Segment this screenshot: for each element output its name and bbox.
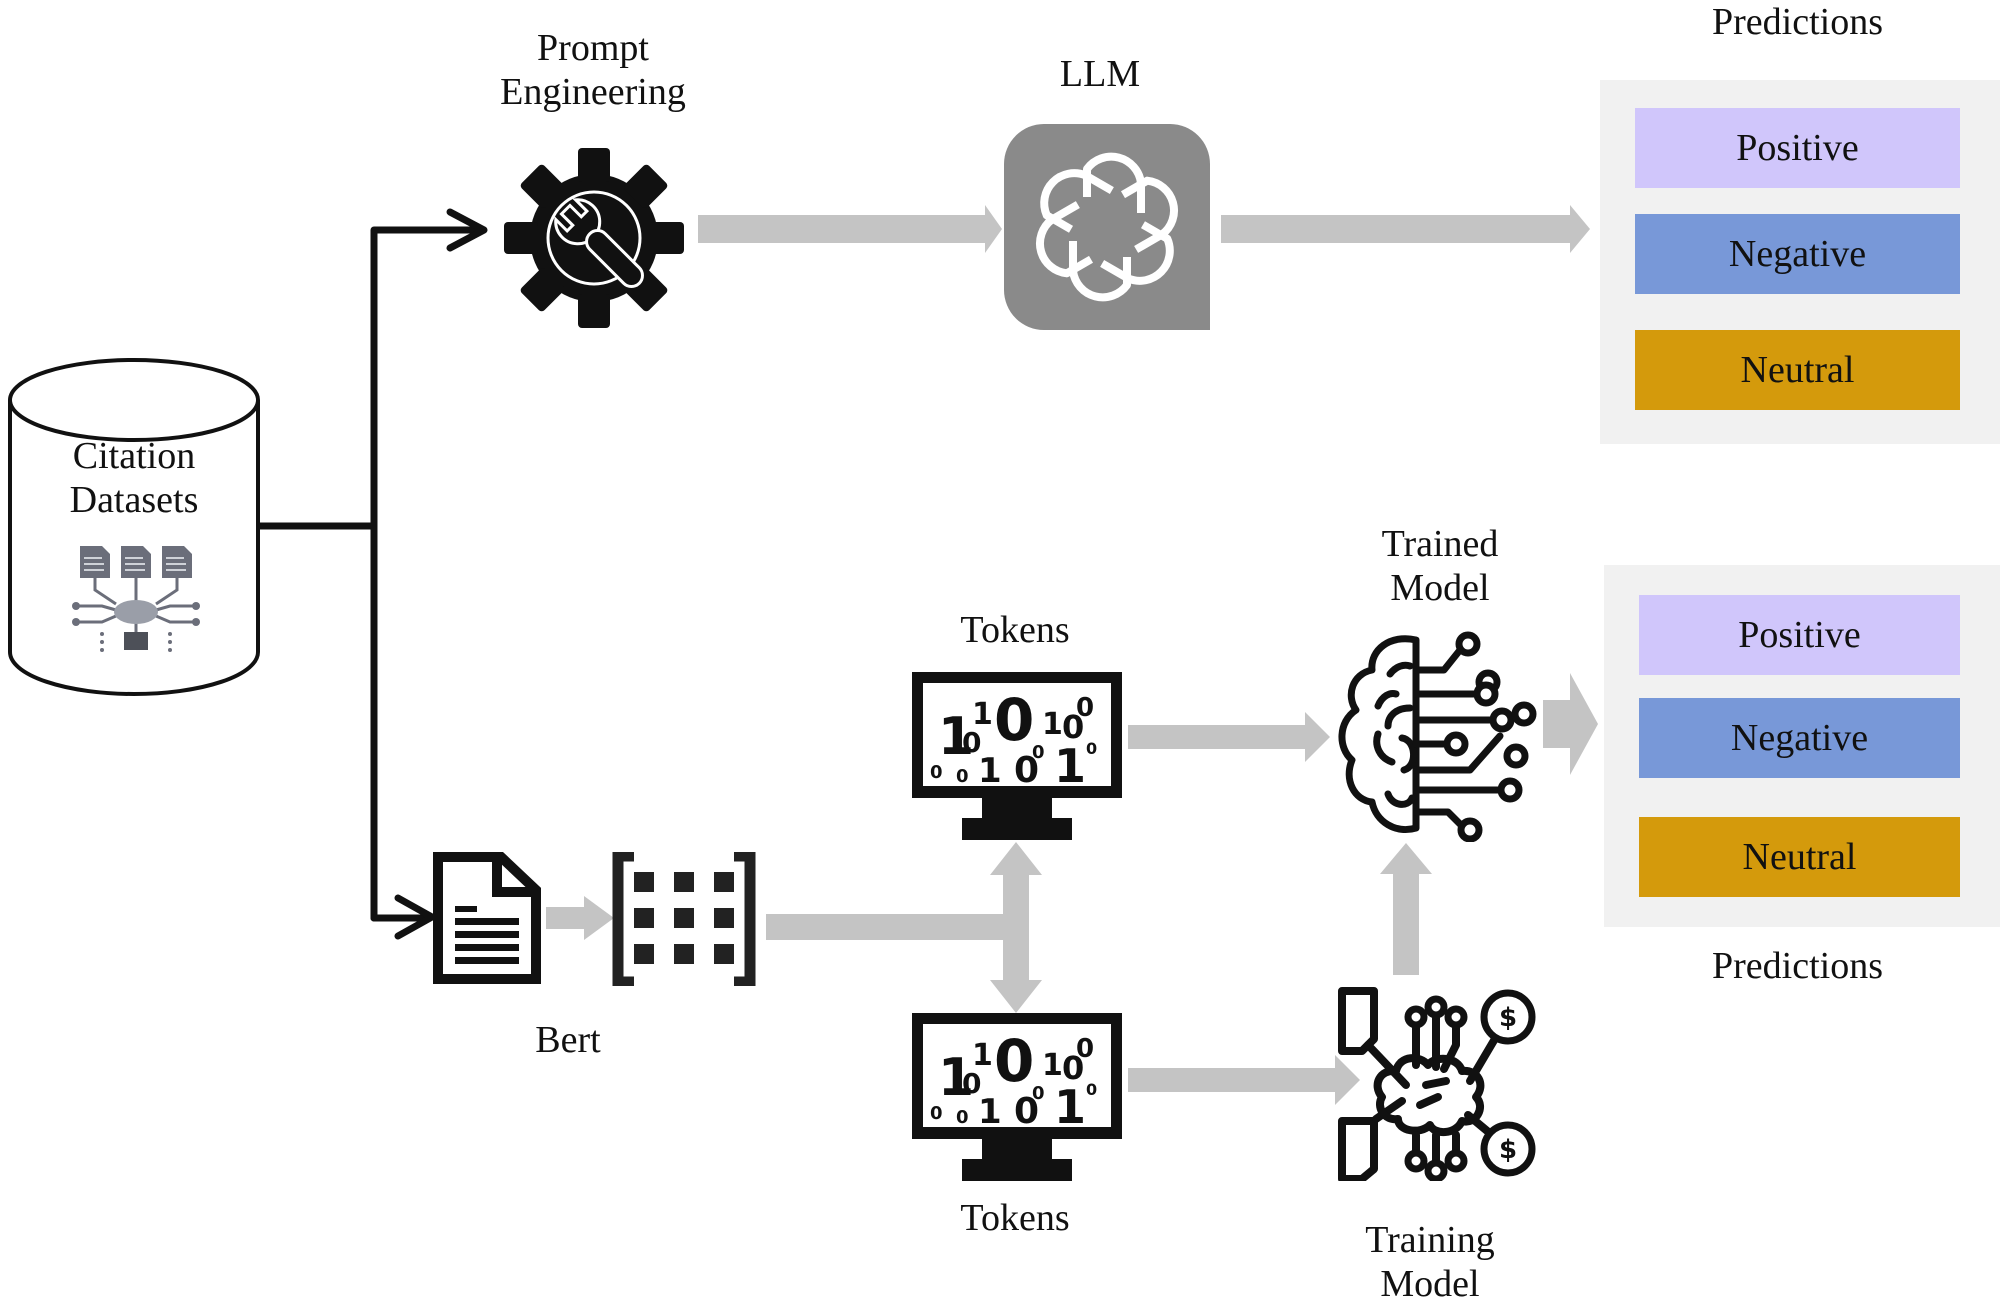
arrow-matrix-to-split: [766, 914, 1016, 940]
prediction-positive: Positive: [1639, 595, 1960, 675]
svg-text:1: 1: [972, 697, 993, 732]
svg-text:1: 1: [1042, 1048, 1063, 1083]
arrow-training-to-trained-model: [1380, 843, 1432, 975]
svg-text:0: 0: [1086, 739, 1097, 758]
prediction-neutral: Neutral: [1635, 330, 1960, 410]
svg-text:1: 1: [938, 1048, 974, 1108]
binary-monitor-icon[interactable]: 1 1 0 0 1 0 0 0 0 1 0 1 0 0: [912, 1013, 1122, 1185]
llm-node[interactable]: [1004, 124, 1210, 330]
training-label-line2: Model: [1380, 1263, 1480, 1305]
svg-text:0: 0: [956, 766, 969, 787]
svg-text:0: 0: [930, 1103, 943, 1124]
arrow-tokens-to-training-model: [1128, 1055, 1360, 1105]
source-connector: [254, 226, 484, 922]
svg-text:1: 1: [1054, 1080, 1086, 1134]
training-model-label: Training Model: [1330, 1218, 1530, 1306]
svg-text:0: 0: [1062, 1049, 1084, 1087]
svg-text:1: 1: [1054, 739, 1086, 793]
svg-text:0: 0: [1062, 708, 1084, 746]
gear-wrench-icon[interactable]: [502, 146, 686, 330]
svg-text:0: 0: [1014, 750, 1039, 791]
binary-monitor-icon[interactable]: 1 1 0 0 1 0 0 0 0 1 0 1 0 0: [912, 672, 1122, 844]
prediction-negative-label: Negative: [1728, 233, 1867, 275]
bert-label: Bert: [535, 1019, 601, 1061]
predictions-panel-top: Positive Negative Neutral: [1600, 80, 2000, 444]
tokens-bottom-label: Tokens: [960, 1197, 1070, 1239]
prediction-neutral: Neutral: [1639, 817, 1960, 897]
prediction-negative: Negative: [1639, 698, 1960, 778]
svg-text:$: $: [1499, 1135, 1517, 1165]
svg-text:0: 0: [956, 1107, 969, 1128]
dataset-network-icon: [72, 546, 200, 652]
arrow-split-vertical: [990, 842, 1042, 1013]
svg-text:0: 0: [1032, 1083, 1045, 1104]
ai-training-icon[interactable]: $$: [1336, 985, 1536, 1181]
predictions-panel-bottom: Positive Negative Neutral: [1604, 565, 2000, 927]
prompt-label-line1: Prompt: [537, 27, 649, 69]
svg-text:0: 0: [1076, 1034, 1094, 1064]
svg-text:0: 0: [1014, 1091, 1039, 1132]
svg-text:0: 0: [994, 1027, 1034, 1095]
prediction-negative: Negative: [1635, 214, 1960, 294]
prediction-positive-label: Positive: [1738, 614, 1861, 656]
svg-text:0: 0: [962, 1067, 981, 1100]
prediction-positive-label: Positive: [1736, 127, 1859, 169]
svg-text:0: 0: [930, 762, 943, 783]
predictions-title-bottom: Predictions: [1712, 945, 1883, 987]
arrowhead-to-document: [394, 894, 436, 940]
svg-text:1: 1: [972, 1038, 993, 1073]
svg-text:$: $: [1499, 1003, 1517, 1033]
svg-text:0: 0: [1032, 742, 1045, 763]
prompt-engineering-label: Prompt Engineering: [473, 26, 713, 114]
llm-label: LLM: [1059, 53, 1141, 95]
arrow-trained-model-to-predictions: [1543, 673, 1598, 775]
predictions-title-top: Predictions: [1712, 1, 1883, 43]
source-label-line1: Citation: [72, 435, 196, 477]
brain-circuit-icon[interactable]: [1330, 630, 1546, 842]
prediction-neutral-label: Neutral: [1742, 836, 1857, 878]
trained-label-line1: Trained: [1381, 523, 1499, 565]
svg-text:0: 0: [1076, 693, 1094, 723]
arrow-tokens-to-trained-model: [1128, 712, 1330, 762]
openai-logo-icon: [1035, 152, 1179, 302]
svg-text:0: 0: [994, 686, 1034, 754]
arrow-llm-to-predictions: [1221, 205, 1590, 253]
source-label-line2: Datasets: [69, 479, 199, 521]
svg-text:0: 0: [1086, 1080, 1097, 1099]
citation-datasets-store[interactable]: Citation Datasets: [6, 356, 262, 698]
svg-text:0: 0: [962, 726, 981, 759]
svg-text:1: 1: [1042, 707, 1063, 742]
trained-model-label: Trained Model: [1340, 522, 1540, 610]
tokens-top-label: Tokens: [960, 609, 1070, 651]
document-icon[interactable]: [433, 852, 541, 984]
svg-text:1: 1: [978, 751, 1002, 791]
prediction-positive: Positive: [1635, 108, 1960, 188]
prompt-label-line2: Engineering: [500, 71, 686, 113]
arrowhead-to-prompt: [446, 208, 488, 252]
svg-text:1: 1: [938, 707, 974, 767]
prediction-negative-label: Negative: [1730, 717, 1869, 759]
prediction-neutral-label: Neutral: [1740, 349, 1855, 391]
trained-label-line2: Model: [1390, 567, 1490, 609]
training-label-line1: Training: [1365, 1219, 1495, 1261]
arrow-document-to-matrix: [546, 896, 614, 940]
svg-text:1: 1: [978, 1092, 1002, 1132]
matrix-icon[interactable]: [612, 852, 756, 986]
arrow-prompt-to-llm: [698, 205, 1002, 253]
